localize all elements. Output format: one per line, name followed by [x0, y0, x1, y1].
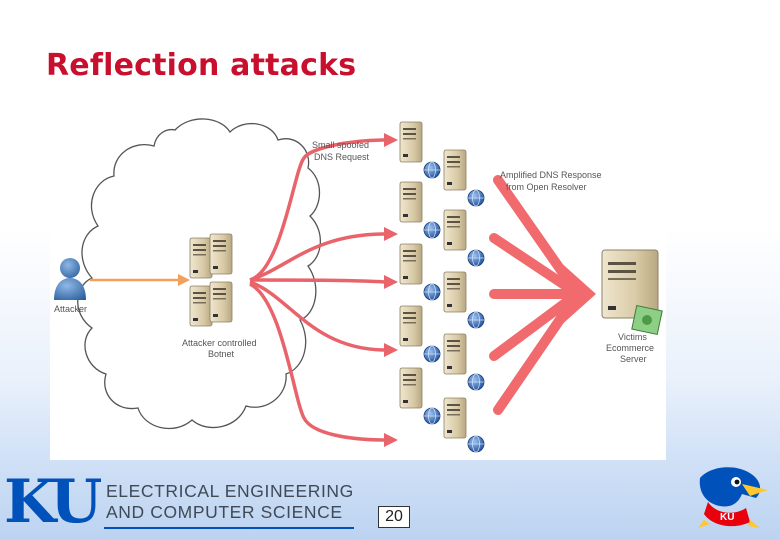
amplified-response-arrows: [489, 175, 579, 415]
department-underline: [104, 527, 354, 529]
victim-label-line2: Ecommerce: [606, 343, 654, 353]
request-label-line2: DNS Request: [314, 152, 370, 162]
page-number: 20: [378, 506, 410, 528]
botnet-label-line2: Botnet: [208, 349, 235, 359]
victim-label-line3: Server: [620, 354, 647, 364]
attacker-label: Attacker: [54, 304, 87, 314]
botnet-label-line1: Attacker controlled: [182, 338, 257, 348]
department-name-line2: AND COMPUTER SCIENCE: [106, 502, 343, 522]
response-arrowhead: [558, 260, 596, 328]
attacker-to-botnet-arrow: [90, 274, 190, 286]
diagram-canvas: Attacker Attacker controlled Botnet: [54, 118, 663, 453]
money-icon: [631, 304, 663, 336]
response-label-line2: from Open Resolver: [506, 182, 587, 192]
spoofed-request-arrowheads: [384, 133, 398, 447]
request-label-line1: Small spoofed: [312, 140, 369, 150]
attacker-person-icon: [54, 258, 86, 300]
jayhawk-mascot-icon: KU: [698, 467, 768, 528]
victim-server-icon: [601, 249, 659, 319]
slide-title: Reflection attacks: [46, 48, 357, 83]
victim-label-line1: Victims: [618, 332, 647, 342]
ku-logo: KU: [4, 467, 102, 537]
open-resolver-servers: [399, 121, 485, 453]
department-name-line1: ELECTRICAL ENGINEERING: [106, 481, 354, 501]
reflection-attack-diagram: Attacker Attacker controlled Botnet: [50, 110, 666, 460]
spoofed-request-arrows: [249, 138, 387, 442]
svg-text:KU: KU: [720, 512, 734, 523]
response-label-line1: Amplified DNS Response: [500, 170, 602, 180]
